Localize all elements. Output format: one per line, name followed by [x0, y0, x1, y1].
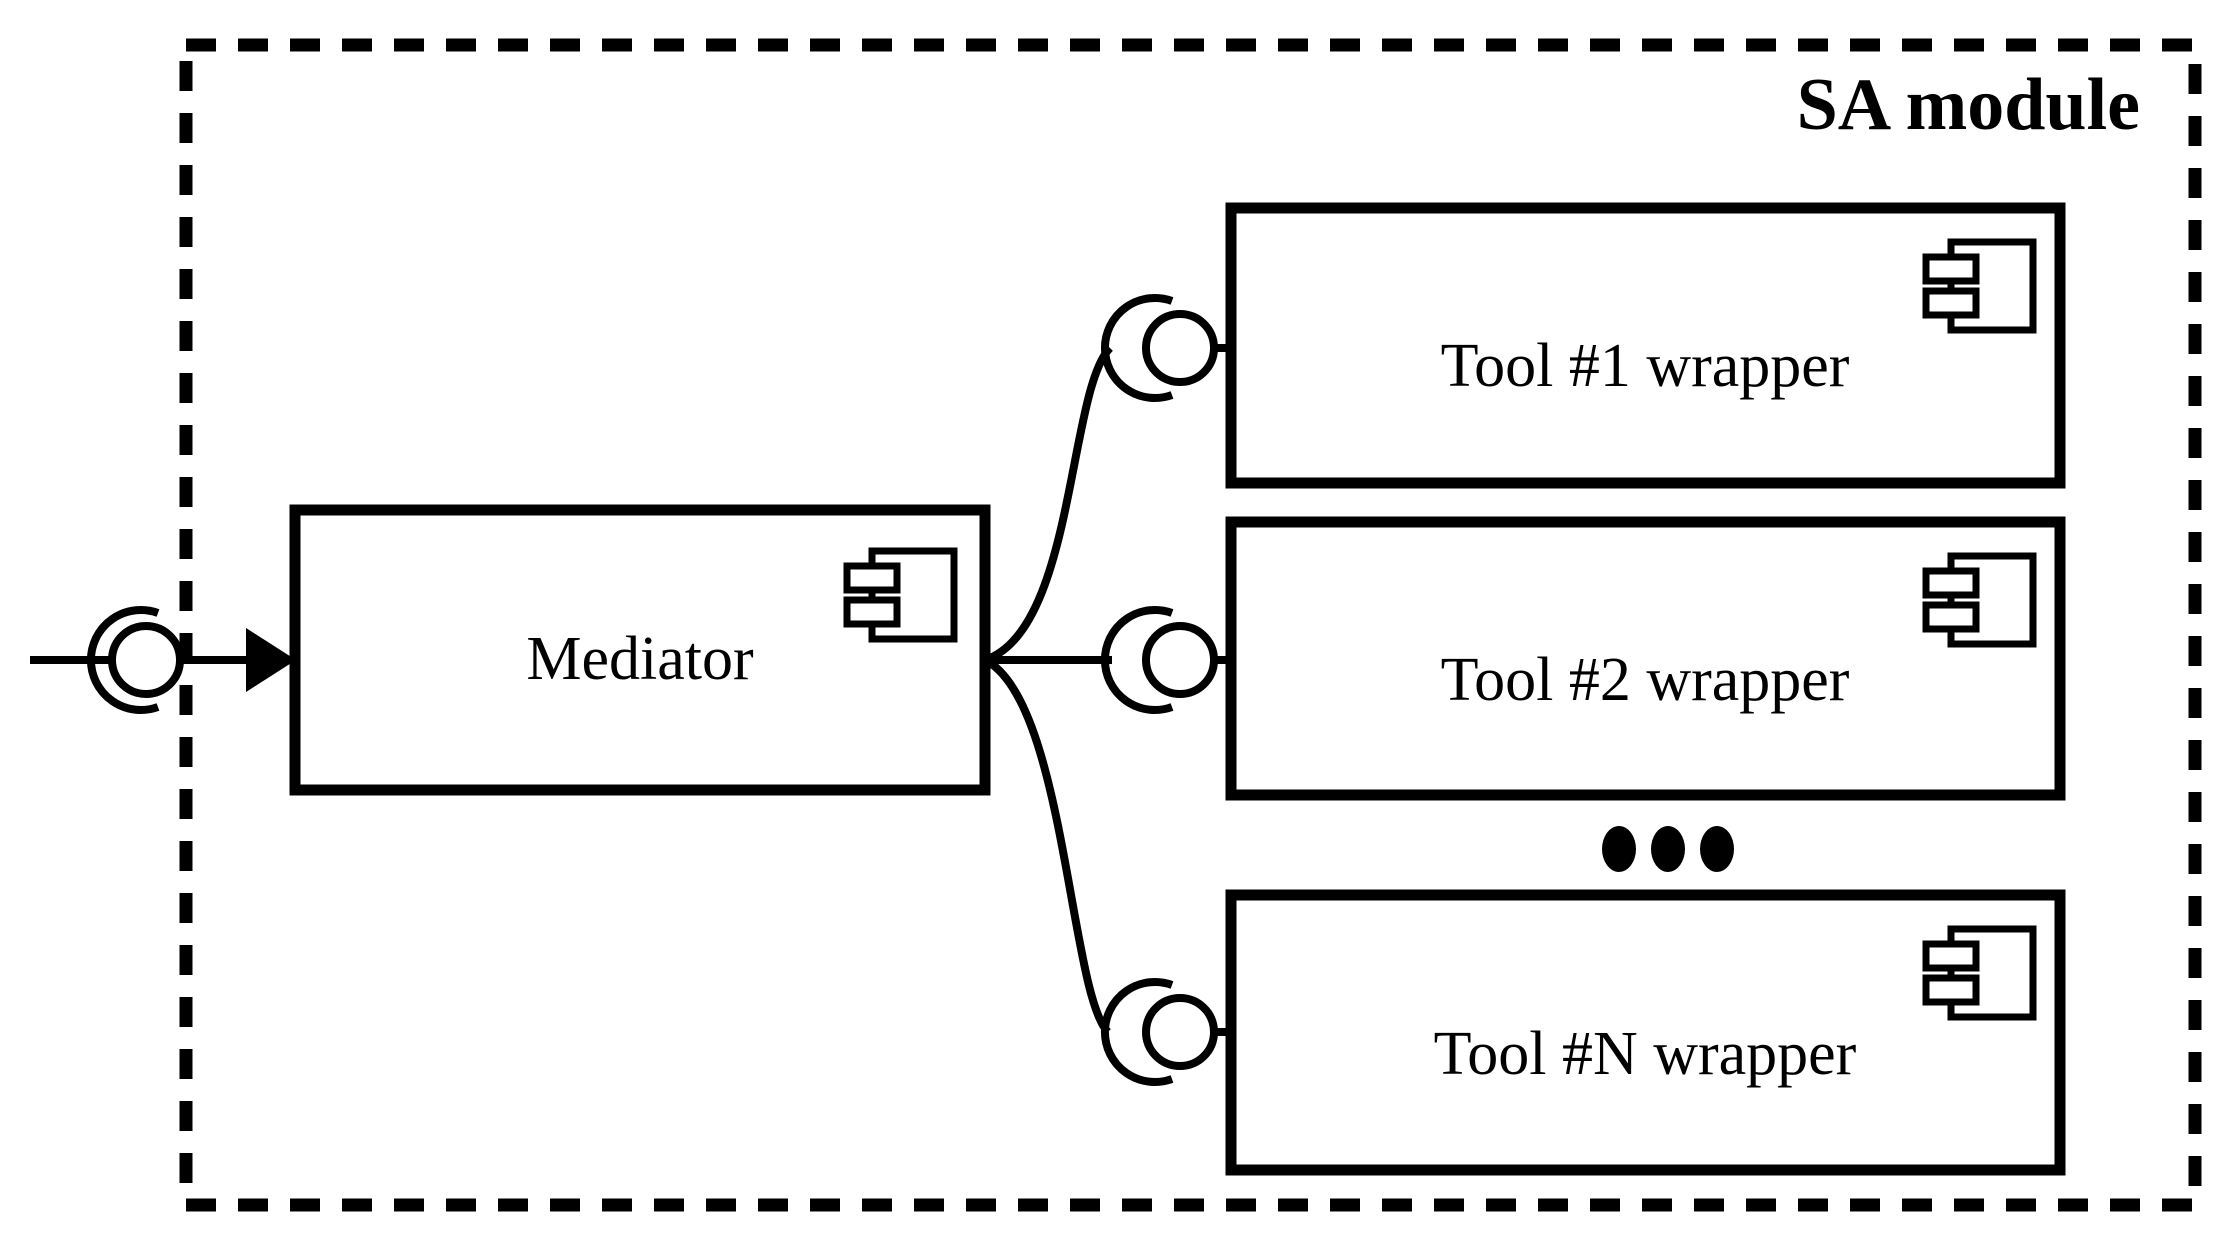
tool-1-label: Tool #1 wrapper: [1441, 332, 1850, 400]
tool-1-socket-arc: [1101, 294, 1174, 402]
tool-1-box[interactable]: [1225, 202, 2066, 489]
tool-n-socket-arc: [1101, 978, 1174, 1086]
tool-1-ball: [1142, 310, 1218, 386]
tool-n-box[interactable]: [1225, 889, 2066, 1176]
tool-2-label: Tool #2 wrapper: [1441, 646, 1850, 714]
tool-n-label: Tool #N wrapper: [1434, 1020, 1857, 1088]
tool-2-box[interactable]: [1225, 516, 2066, 801]
tool-2-ball: [1142, 622, 1218, 698]
tool-1-component-icon: [1922, 238, 2037, 334]
mediator-component-icon: [843, 547, 958, 643]
tool-2-socket-arc: [1101, 606, 1174, 714]
tool-n-ball: [1142, 994, 1218, 1070]
external-input-ball: [108, 622, 184, 698]
sa-module-boundary: [179, 38, 2202, 1212]
tool-2-component-icon: [1922, 552, 2037, 648]
tool-n-component-icon: [1922, 925, 2037, 1021]
ellipsis-dots: [1602, 826, 1734, 872]
mediator-to-tool-n-line: [982, 656, 1112, 1035]
mediator-to-tool-1-line: [983, 345, 1114, 664]
external-input-socket-arc: [87, 606, 160, 714]
sa-module-title: SA module: [1797, 64, 2140, 146]
external-input-arrowhead: [246, 628, 296, 692]
mediator-label: Mediator: [526, 625, 754, 693]
